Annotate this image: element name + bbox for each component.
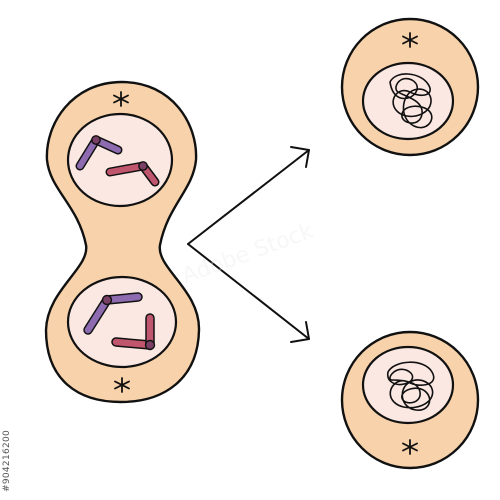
daughter-cell-bottom-nucleus xyxy=(361,345,455,425)
chromatin-tangle-top xyxy=(389,73,433,129)
chromosome-pink-top xyxy=(105,161,160,187)
asterisk-icon xyxy=(402,439,418,455)
centromere xyxy=(91,135,101,145)
chromatin-tangle-bottom xyxy=(386,361,435,411)
arrow-icon xyxy=(187,146,310,343)
centromere xyxy=(138,161,148,171)
stock-image-id: #904216200 xyxy=(2,429,12,492)
daughter-cell-bottom xyxy=(340,330,480,470)
bottom-nucleus xyxy=(66,275,178,369)
asterisk-icon xyxy=(114,377,130,393)
chromosome-pink-bottom xyxy=(111,313,156,351)
centromere xyxy=(144,339,156,351)
arrow-lower-shaft xyxy=(187,243,310,340)
asterisk-icon xyxy=(113,91,129,107)
arrow-upper-head xyxy=(290,146,310,168)
dividing-cell xyxy=(44,80,201,404)
centromere xyxy=(101,294,113,306)
asterisk-icon xyxy=(402,32,418,48)
arrow-lower-head xyxy=(290,321,310,343)
daughter-cell-top-nucleus xyxy=(361,61,455,141)
daughter-cell-top xyxy=(340,17,480,157)
chromosome-purple-top xyxy=(75,135,123,171)
chromosome-purple-bottom xyxy=(83,292,143,335)
arrow-upper-shaft xyxy=(187,149,310,245)
